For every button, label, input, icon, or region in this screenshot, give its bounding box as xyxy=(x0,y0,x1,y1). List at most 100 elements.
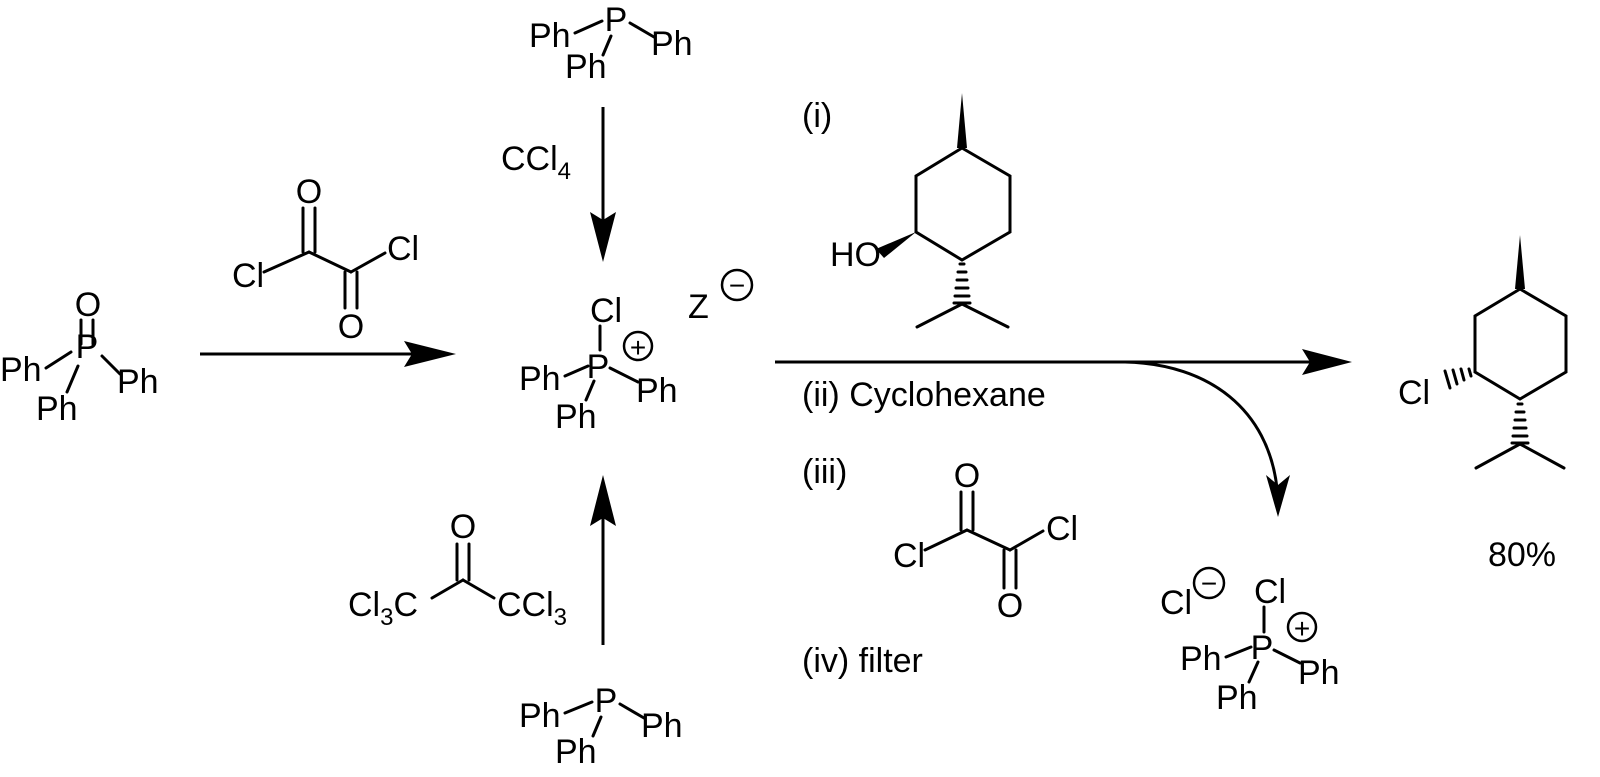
phosphonium-ph-right-label: Ph xyxy=(636,372,678,410)
byproduct-bond-left xyxy=(1224,645,1253,659)
ph3p-top-phosphorus-label: P xyxy=(605,1,628,39)
triphenylphosphine-top: Ph P Ph Ph xyxy=(529,1,693,86)
arrow-head xyxy=(590,475,616,526)
byproduct-plus-icon: + xyxy=(1294,613,1310,644)
chlorophosphonium-cation: Cl P + Ph Ph Ph xyxy=(519,292,678,436)
product-ring xyxy=(1473,287,1568,401)
ph3po-oxygen-label: O xyxy=(75,286,101,324)
menthol-wedge-methyl xyxy=(957,93,967,148)
menthol-isopropyl-right xyxy=(960,302,1010,329)
minus-charge-icon: − xyxy=(729,270,745,301)
oxalyl-chloride-step: O Cl Cl O xyxy=(893,457,1078,625)
ph3p-bottom-bond-bottom xyxy=(591,715,603,738)
hca-bond-right xyxy=(461,578,496,600)
product-isopropyl-right xyxy=(1518,442,1566,470)
ph3p-top-bond-right xyxy=(628,21,656,39)
ph3p-bottom-ph-bottom-label: Ph xyxy=(555,733,597,771)
hca-bond-left xyxy=(430,578,465,600)
ccl4-subscript: 4 xyxy=(558,158,571,185)
phosphonium-bond-bottom xyxy=(584,379,596,402)
byproduct-ph-left-label: Ph xyxy=(1180,640,1222,678)
step-2-label: (ii) Cyclohexane xyxy=(802,376,1046,414)
triphenylphosphine-bottom: Ph P Ph Ph xyxy=(519,682,683,771)
product-hash-isopropyl xyxy=(1510,402,1530,445)
phosphonium-bond-right xyxy=(608,366,640,384)
hca-right-group: CCl3 xyxy=(497,586,567,631)
ph3p-top-bond-left xyxy=(573,19,604,35)
oxalyl-bond-cl-right xyxy=(349,251,387,274)
main-reaction-arrow xyxy=(775,349,1352,517)
phosphonium-p-label: P xyxy=(587,348,610,386)
hca-left-sub: 3 xyxy=(380,604,393,631)
ph3p-top-ph-left-label: Ph xyxy=(529,17,571,55)
oxalyl-cl-right-label: Cl xyxy=(387,230,419,268)
phosphonium-ph-left-label: Ph xyxy=(519,360,561,398)
menthol-isopropyl-left xyxy=(915,302,964,329)
ph3p-bottom-ph-left-label: Ph xyxy=(519,697,561,735)
byproduct-cl-anion-label: Cl xyxy=(1160,584,1192,622)
oxalyl-step-cl-right: Cl xyxy=(1046,510,1078,548)
oxalyl-top-oxygen-label: O xyxy=(296,173,322,211)
oxalyl-step-cl-left: Cl xyxy=(893,537,925,575)
hca-left-c: C xyxy=(393,586,418,624)
ph3p-top-ph-right-label: Ph xyxy=(651,25,693,63)
byproduct-phosphonium-chloride: Cl − Cl P + Ph Ph Ph xyxy=(1160,566,1340,717)
byproduct-arrow-head xyxy=(1266,475,1290,517)
hca-right-ccl: CCl xyxy=(497,586,554,624)
ph3po-ph-left-label: Ph xyxy=(0,351,42,389)
plus-charge-icon: + xyxy=(630,332,646,363)
product-hash-cl xyxy=(1443,367,1473,390)
chloride-product: Cl 80% xyxy=(1398,235,1568,574)
byproduct-bond-bottom xyxy=(1247,660,1260,684)
oxalyl-step-oxygen-bottom: O xyxy=(997,587,1023,625)
ph3p-bottom-bond-right xyxy=(618,702,646,720)
ph3po-bond-left xyxy=(44,350,73,370)
byproduct-minus-icon: − xyxy=(1201,568,1217,599)
ph3po-ph-bottom-label: Ph xyxy=(36,390,78,428)
minus-charge-circle xyxy=(720,268,754,302)
step-3-label: (iii) xyxy=(802,453,847,491)
arrow-to-phosphonium xyxy=(200,341,456,367)
byproduct-p-label: P xyxy=(1251,629,1274,667)
hca-left-cl: Cl xyxy=(348,586,380,624)
product-isopropyl-left xyxy=(1474,442,1522,470)
product-cl-label: Cl xyxy=(1398,374,1430,412)
menthol-ho-label: HO xyxy=(830,236,881,274)
main-arrow-head xyxy=(1302,349,1352,375)
oxalyl-step-cc-bond xyxy=(965,528,1012,552)
byproduct-cl-label: Cl xyxy=(1254,573,1286,611)
counterion-z-label: Z xyxy=(688,288,709,326)
byproduct-arrow-curve xyxy=(1124,360,1279,489)
hca-right-sub: 3 xyxy=(554,604,567,631)
phosphonium-cl-label: Cl xyxy=(590,292,622,330)
menthol-wedge-oh xyxy=(876,232,916,258)
oxalyl-step-oxygen-top: O xyxy=(954,457,980,495)
ph3p-bottom-bond-left xyxy=(563,700,594,715)
ph3po-ph-right-label: Ph xyxy=(117,363,159,401)
arrow-from-bottom xyxy=(590,475,616,645)
ccl4-label: CCl4 xyxy=(501,140,571,185)
byproduct-ph-right-label: Ph xyxy=(1298,654,1340,692)
oxalyl-chloride-reagent: O Cl Cl O xyxy=(232,173,419,346)
ph3po-bond-bottom xyxy=(65,364,80,394)
hca-left-group: Cl3C xyxy=(348,586,418,631)
counterion: Z − xyxy=(688,268,754,326)
ph3p-bottom-phosphorus-label: P xyxy=(595,682,618,720)
step-1-label: (i) xyxy=(802,97,832,135)
ph3p-bottom-ph-right-label: Ph xyxy=(641,707,683,745)
menthol: HO xyxy=(830,93,1012,329)
product-wedge-methyl xyxy=(1515,235,1525,289)
ph3p-top-bond-bottom xyxy=(601,34,613,57)
ph3po-bond-right xyxy=(100,354,122,376)
ph3p-top-ph-bottom-label: Ph xyxy=(565,48,607,86)
arrow-head xyxy=(590,212,616,262)
menthol-hash-bond xyxy=(952,262,972,305)
product-yield-label: 80% xyxy=(1488,536,1556,574)
triphenylphosphine-oxide: O P Ph Ph Ph xyxy=(0,286,159,428)
byproduct-plus-circle xyxy=(1286,611,1318,643)
step-4-label: (iv) filter xyxy=(802,642,923,680)
hexachloroacetone: O Cl3C CCl3 xyxy=(348,508,567,631)
oxalyl-cl-left-label: Cl xyxy=(232,257,264,295)
phosphonium-ph-bottom-label: Ph xyxy=(555,398,597,436)
